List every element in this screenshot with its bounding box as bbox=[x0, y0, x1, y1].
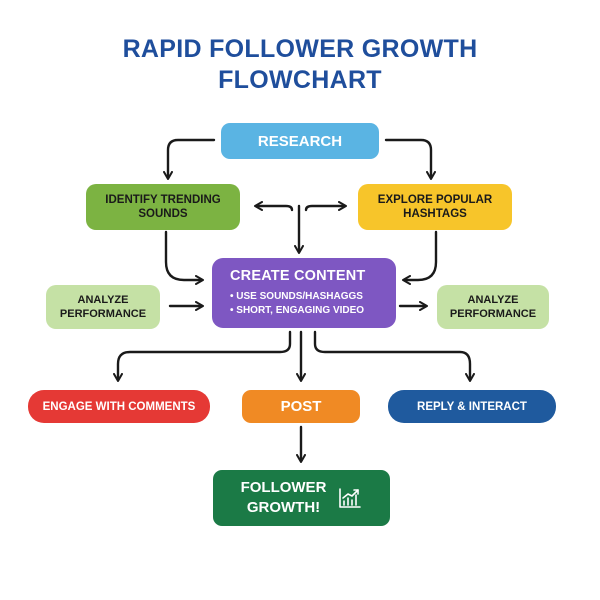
engage-label: ENGAGE WITH COMMENTS bbox=[42, 400, 196, 413]
growth-line-2: GROWTH! bbox=[246, 499, 321, 516]
arrow-hashtags-to-create bbox=[402, 230, 438, 285]
diagram-title-line-2: FLOWCHART bbox=[218, 66, 382, 94]
create-content-bullet-1: • USE SOUNDS/HASHAGGS bbox=[230, 291, 363, 302]
identify-trending-line-1: IDENTIFY TRENDING bbox=[105, 194, 221, 206]
explore-popular-hashtags-node: EXPLORE POPULAR HASHTAGS bbox=[358, 184, 512, 230]
arrow-trending-to-create bbox=[164, 230, 204, 285]
research-label: RESEARCH bbox=[257, 132, 343, 150]
analyze-performance-right-node: ANALYZE PERFORMANCE bbox=[437, 285, 549, 329]
follower-growth-node: FOLLOWER GROWTH! bbox=[213, 470, 390, 526]
arrow-research-to-trending bbox=[163, 138, 216, 180]
research-node: RESEARCH bbox=[221, 123, 379, 159]
create-content-bullet-2: • SHORT, ENGAGING VIDEO bbox=[230, 305, 365, 316]
analyze-performance-left-node: ANALYZE PERFORMANCE bbox=[46, 285, 160, 329]
explore-hashtags-line-2: HASHTAGS bbox=[403, 208, 467, 220]
analyze-right-line-1: ANALYZE bbox=[467, 294, 519, 306]
arrow-to-hashtags-side bbox=[304, 201, 347, 212]
engage-with-comments-node: ENGAGE WITH COMMENTS bbox=[28, 390, 210, 423]
arrow-to-trending-side bbox=[254, 201, 294, 212]
arrow-create-to-reply bbox=[313, 330, 475, 382]
identify-trending-line-2: SOUNDS bbox=[138, 208, 188, 220]
reply-and-interact-node: REPLY & INTERACT bbox=[388, 390, 556, 423]
analyze-right-line-2: PERFORMANCE bbox=[449, 308, 537, 320]
post-node: POST bbox=[242, 390, 360, 423]
analyze-left-line-1: ANALYZE bbox=[77, 294, 129, 306]
create-content-title: CREATE CONTENT bbox=[230, 268, 366, 284]
identify-trending-sounds-node: IDENTIFY TRENDING SOUNDS bbox=[86, 184, 240, 230]
explore-hashtags-line-1: EXPLORE POPULAR bbox=[377, 194, 493, 206]
arrow-create-to-engage bbox=[113, 330, 292, 382]
diagram-title: RAPID FOLLOWER GROWTH FLOWCHART bbox=[0, 34, 600, 96]
create-content-node: CREATE CONTENT • USE SOUNDS/HASHAGGS • S… bbox=[212, 258, 396, 328]
diagram-title-line-1: RAPID FOLLOWER GROWTH bbox=[122, 35, 478, 63]
growth-line-1: FOLLOWER bbox=[240, 479, 327, 496]
growth-chart-icon bbox=[339, 488, 362, 508]
analyze-left-line-2: PERFORMANCE bbox=[59, 308, 147, 320]
reply-label: REPLY & INTERACT bbox=[417, 400, 527, 413]
post-label: POST bbox=[280, 398, 322, 415]
arrow-research-to-hashtags bbox=[384, 138, 436, 180]
